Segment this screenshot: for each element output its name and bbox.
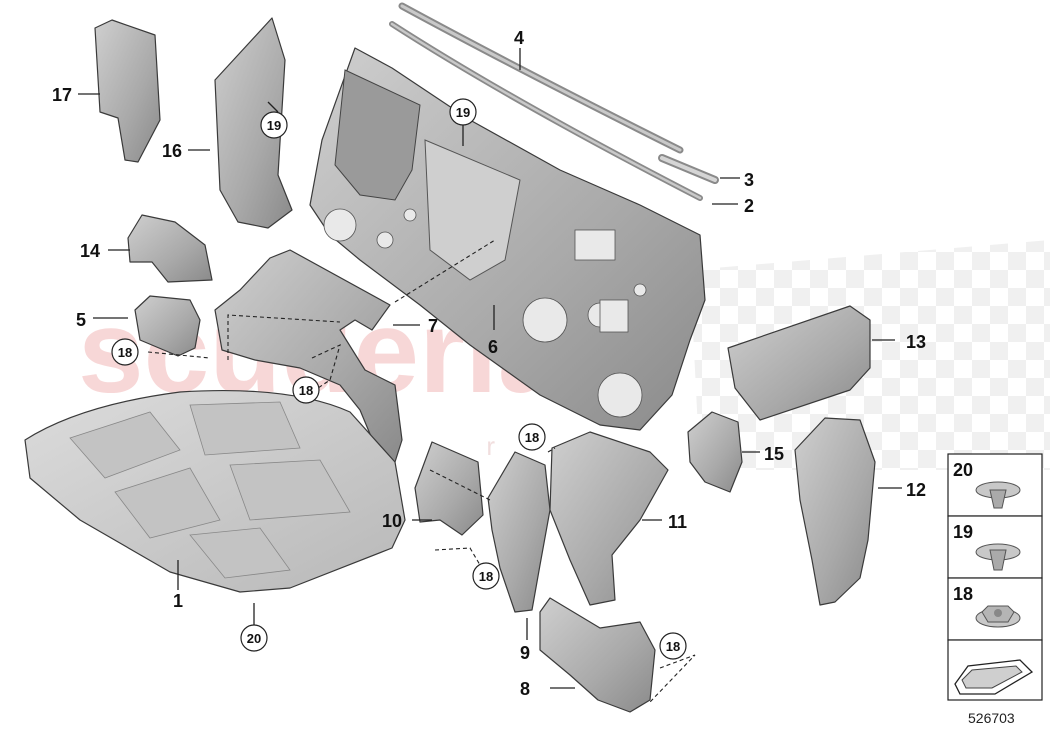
legend-label-20: 20 [953,460,973,480]
expanding-rivet-icon [975,481,1021,509]
circle-callout-18-a: 18 [111,338,139,366]
callout-3: 3 [744,170,754,190]
callout-11: 11 [668,512,687,532]
catalog-number: 526703 [968,710,1015,726]
circle-callout-18-e: 18 [659,632,687,660]
circle-callout-19-b: 19 [449,98,477,126]
circle-callout-19-a: 19 [260,111,288,139]
insulation-15 [687,411,743,493]
svg-text:18: 18 [525,430,539,445]
insulation-11 [549,431,669,606]
callout-10: 10 [382,511,402,531]
callout-16: 16 [162,141,182,161]
svg-text:18: 18 [666,639,680,654]
direction-arrow-icon [954,659,1034,695]
svg-text:18: 18 [299,383,313,398]
callout-8: 8 [520,679,530,699]
callout-6: 6 [488,337,498,357]
callout-9: 9 [520,643,530,663]
callout-14: 14 [80,241,100,261]
svg-text:18: 18 [479,569,493,584]
wheelhouse-insulation-7 [214,249,403,463]
support-pad-5 [134,295,201,357]
insulation-12 [794,417,876,606]
insulation-13 [727,305,871,421]
legend-label-19: 19 [953,522,973,542]
callout-13: 13 [906,332,926,352]
svg-text:18: 18 [118,345,132,360]
bracket-insulation-14 [127,214,213,283]
seal-lower [389,21,703,201]
seal-upper [398,2,684,154]
bulkhead-panel [309,47,706,431]
svg-text:20: 20 [247,631,261,646]
callout-17: 17 [52,85,72,105]
floor-mat-1 [24,389,406,593]
fastener-legend: 20 19 18 [947,453,1043,701]
circle-callout-20: 20 [240,624,268,652]
fastener-dashes [147,239,696,703]
circle-callout-18-d: 18 [472,562,500,590]
svg-text:19: 19 [456,105,470,120]
callout-15: 15 [764,444,784,464]
leader-lines [78,48,902,689]
callout-labels: 1 2 3 4 5 6 7 8 9 10 11 12 13 14 15 16 1… [52,28,926,699]
callout-4: 4 [514,28,524,48]
svg-text:19: 19 [267,118,281,133]
circle-callout-18-b: 18 [292,376,320,404]
callout-2: 2 [744,196,754,216]
callout-5: 5 [76,310,86,330]
callout-12: 12 [906,480,926,500]
side-insulation-17 [94,19,161,163]
legend-label-18: 18 [953,584,973,604]
expanding-rivet-icon [975,543,1021,571]
circle-callout-18-c: 18 [518,423,546,451]
callout-7: 7 [428,316,438,336]
insulation-10 [414,441,484,536]
hex-nut-icon [975,605,1021,628]
side-insulation-16 [214,17,293,229]
seal-short [658,154,719,184]
circled-callouts: 19 19 18 18 18 18 18 20 [111,98,687,660]
insulation-9 [487,451,551,613]
callout-1: 1 [173,591,183,611]
insulation-8 [539,597,656,713]
